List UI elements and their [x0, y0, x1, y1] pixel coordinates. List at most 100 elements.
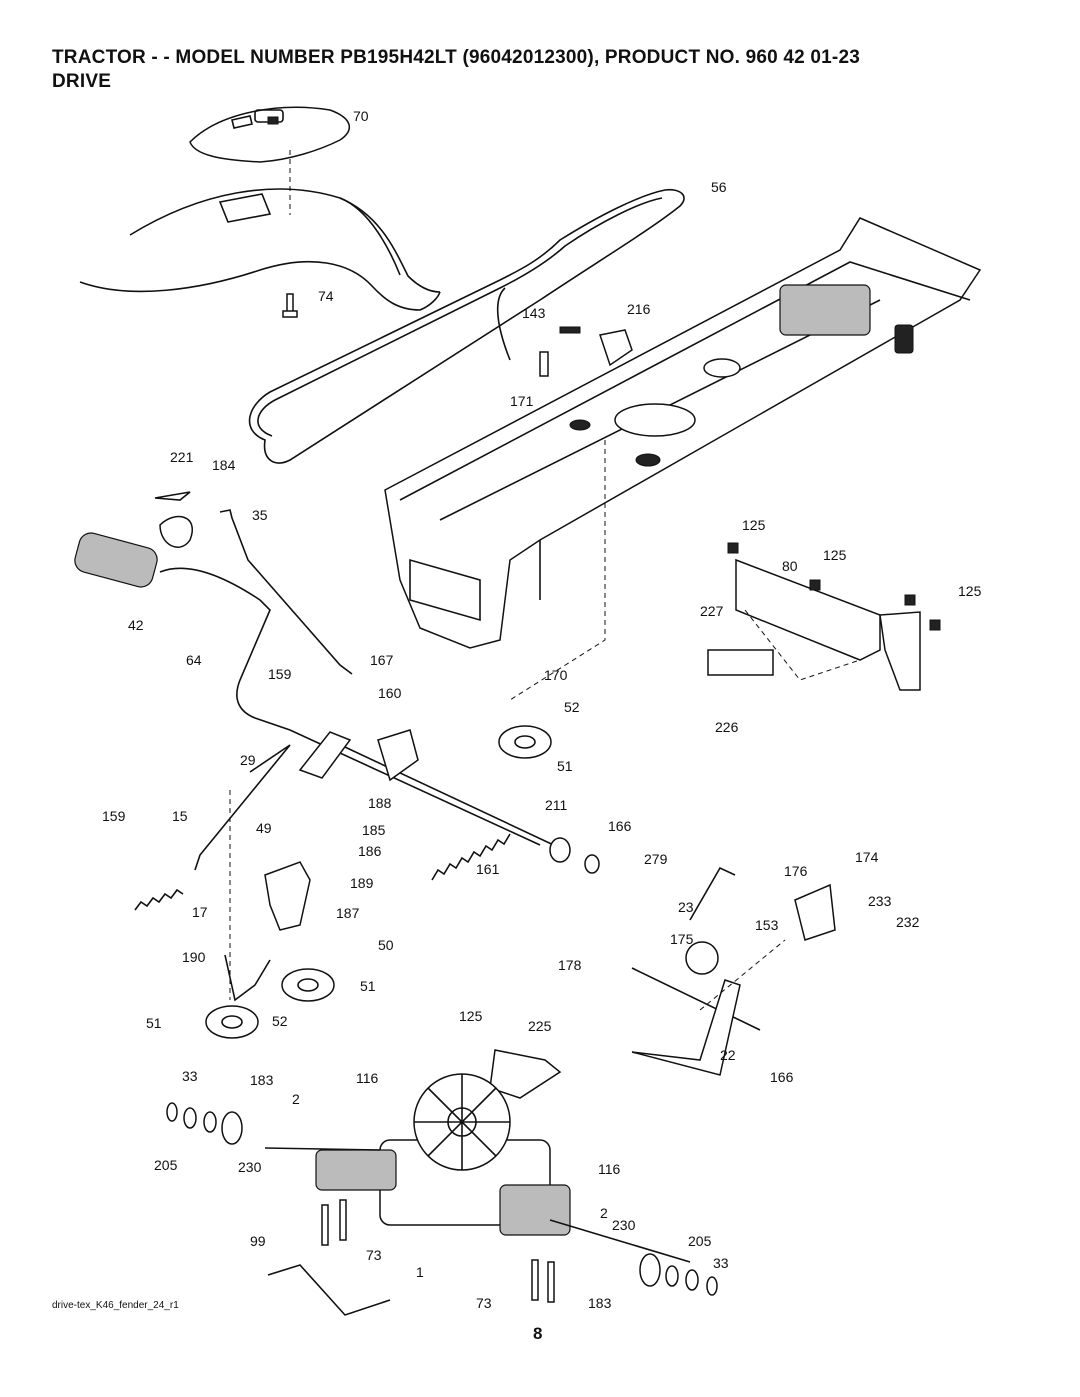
callout: 52	[564, 699, 580, 715]
callout: 42	[128, 617, 144, 633]
callout: 227	[700, 603, 724, 619]
part-handle-grip	[74, 532, 158, 588]
callout: 186	[358, 843, 382, 859]
callout: 153	[755, 917, 779, 933]
part-lever-22	[631, 979, 741, 1076]
part-pulley-52-upper	[498, 725, 552, 759]
title-line-section: DRIVE	[52, 71, 112, 92]
callout: 74	[318, 288, 334, 304]
callout: 176	[784, 863, 808, 879]
part-chassis-frame	[384, 217, 982, 649]
callout: 161	[476, 861, 500, 877]
callout: 160	[378, 685, 402, 701]
callout: 183	[250, 1072, 274, 1088]
part-collar-211	[549, 837, 571, 863]
part-washer-166	[584, 854, 600, 874]
part-screw-74	[282, 293, 298, 318]
title-line-model: TRACTOR - - MODEL NUMBER PB195H42LT (960…	[52, 47, 860, 68]
callout: 211	[545, 797, 568, 813]
callout: 99	[250, 1233, 266, 1249]
callout: 125	[823, 547, 847, 563]
part-axle-right-hardware	[639, 1253, 718, 1296]
callout: 183	[588, 1295, 612, 1311]
callout: 175	[670, 931, 694, 947]
callout: 230	[612, 1217, 636, 1233]
part-bracket-189	[264, 861, 311, 931]
callout: 29	[240, 752, 256, 768]
callout: 125	[459, 1008, 483, 1024]
callout: 70	[353, 108, 369, 124]
callout: 233	[868, 893, 892, 909]
part-belt	[248, 188, 685, 464]
callout: 166	[770, 1069, 794, 1085]
part-rod-279	[689, 866, 736, 921]
callout: 185	[362, 822, 386, 838]
callout: 226	[715, 719, 739, 735]
callout: 205	[688, 1233, 712, 1249]
part-bolts-73	[321, 1199, 555, 1303]
callout: 159	[102, 808, 126, 824]
callout: 15	[172, 808, 188, 824]
callout: 1	[416, 1264, 424, 1280]
callout: 49	[256, 820, 272, 836]
part-disk-23	[685, 941, 719, 975]
callout: 170	[544, 667, 568, 683]
part-cross-shaft	[329, 739, 561, 849]
callout: 232	[896, 914, 920, 930]
callout: 73	[476, 1295, 492, 1311]
callout: 80	[782, 558, 798, 574]
callout: 33	[182, 1068, 198, 1084]
callout: 35	[252, 507, 268, 523]
drawing	[74, 106, 982, 1316]
callout: 216	[627, 301, 651, 317]
callout: 171	[510, 393, 534, 409]
page-title: TRACTOR - - MODEL NUMBER PB195H42LT (960…	[52, 46, 1052, 94]
callout: 166	[608, 818, 632, 834]
callout: 73	[366, 1247, 382, 1263]
alignment-lines	[229, 150, 861, 1011]
callout: 225	[528, 1018, 552, 1034]
callout: 230	[238, 1159, 262, 1175]
part-knob	[154, 491, 193, 548]
part-rod-64	[159, 567, 541, 846]
part-bracket-216	[539, 326, 633, 377]
part-rod-35	[219, 509, 353, 675]
callout: 33	[713, 1255, 729, 1271]
callout: 187	[336, 905, 360, 921]
callout: 205	[154, 1157, 178, 1173]
callout: 116	[598, 1161, 621, 1177]
part-shaft-175	[631, 967, 761, 1031]
part-fender	[79, 188, 441, 311]
part-bracket-176	[794, 883, 836, 941]
part-rod-29	[194, 744, 291, 871]
callout: 17	[192, 904, 208, 920]
part-idler-190	[224, 954, 271, 1002]
callout: 2	[600, 1205, 608, 1221]
callout: 174	[855, 849, 879, 865]
callout: 159	[268, 666, 292, 682]
callout: 190	[182, 949, 206, 965]
callout: 178	[558, 957, 582, 973]
part-spring-17	[134, 888, 184, 911]
callout: 51	[557, 758, 573, 774]
part-pulley-52-lower	[205, 1005, 259, 1039]
part-pulley-50	[281, 968, 335, 1002]
callout: 23	[678, 899, 694, 915]
callout: 51	[360, 978, 376, 994]
callout: 279	[644, 851, 668, 867]
callout: 221	[170, 449, 194, 465]
callout: 52	[272, 1013, 288, 1029]
callout: 22	[720, 1047, 736, 1063]
callout: 50	[378, 937, 394, 953]
callout: 56	[711, 179, 727, 195]
callout: 125	[742, 517, 766, 533]
callout: 184	[212, 457, 236, 473]
callout: 189	[350, 875, 374, 891]
callout: 116	[356, 1070, 379, 1086]
callout: 2	[292, 1091, 300, 1107]
callout: 125	[958, 583, 982, 599]
page-number: 8	[533, 1324, 542, 1343]
callout: 51	[146, 1015, 162, 1031]
part-bracket-225	[489, 1049, 562, 1099]
